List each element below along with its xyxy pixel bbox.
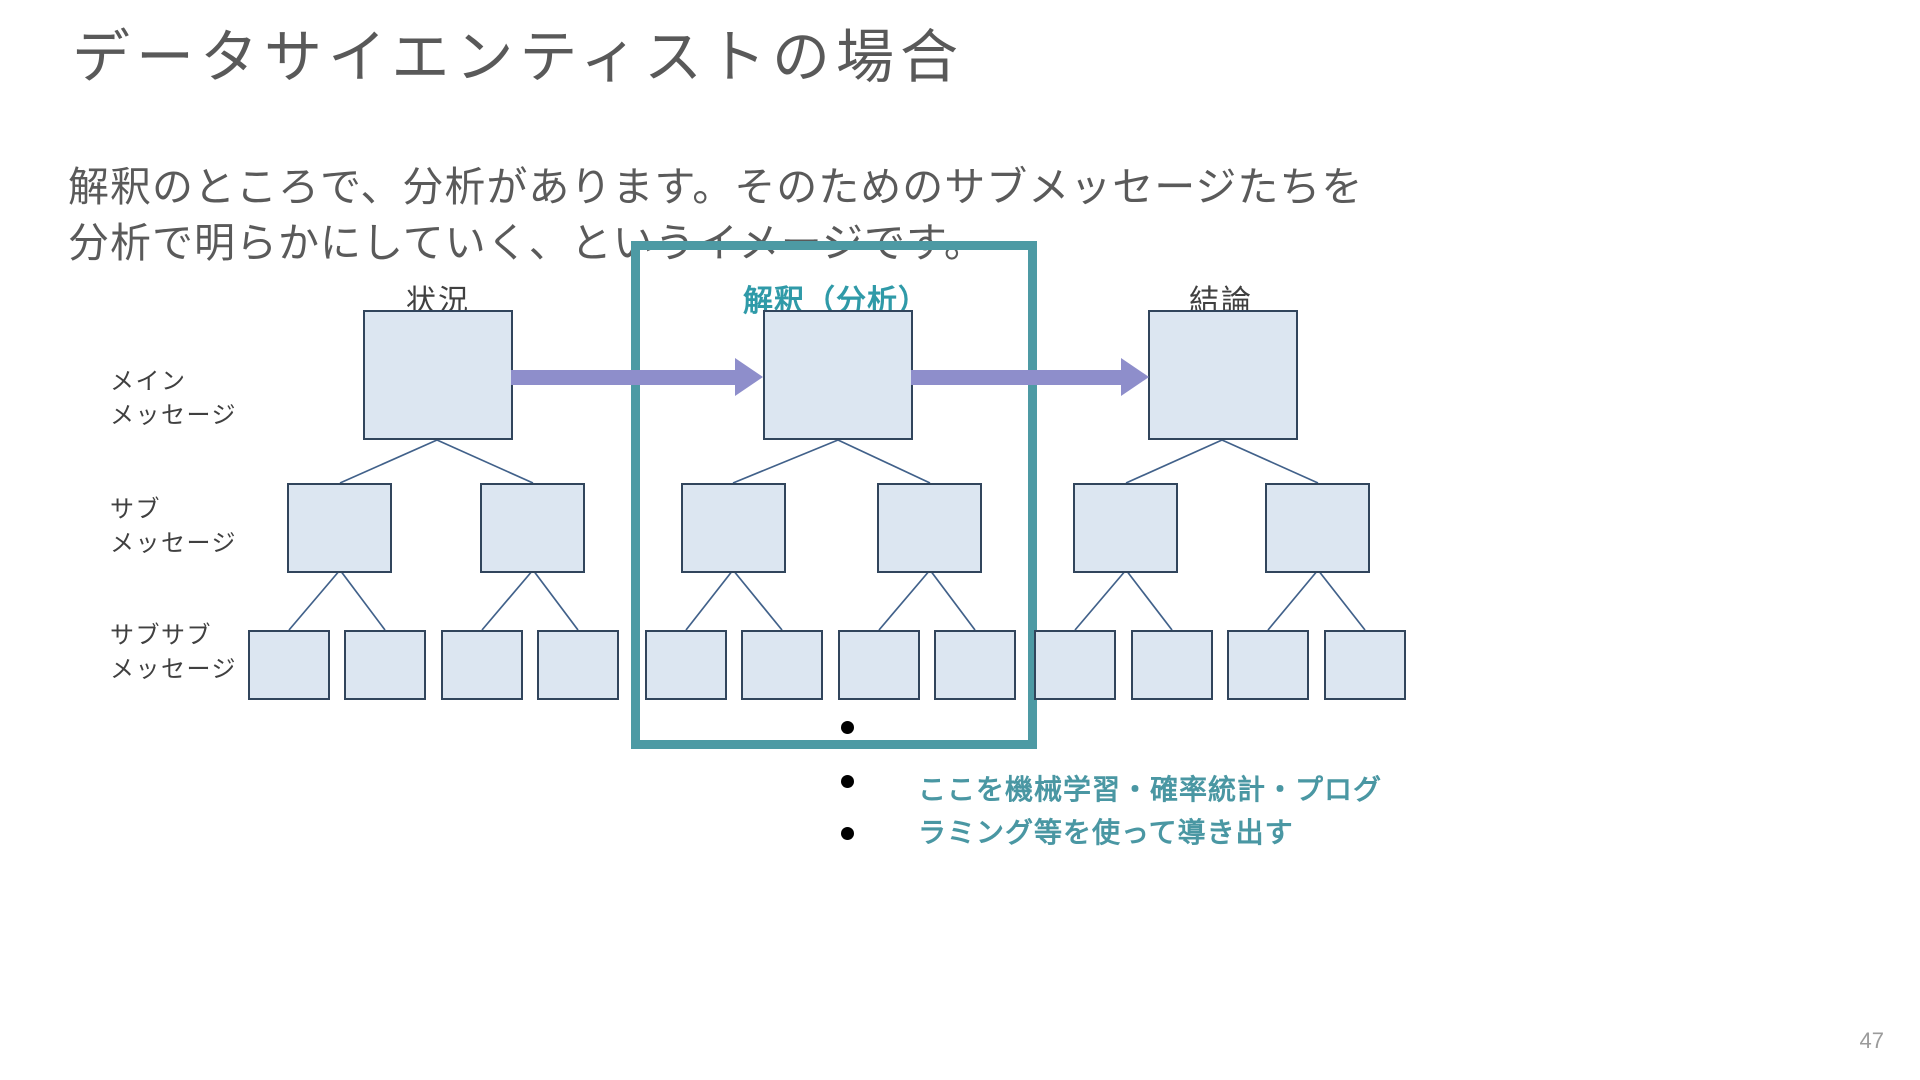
node-subsub-interpretation-3[interactable]: [838, 630, 920, 700]
row-label-subsub-message-line2: メッセージ: [110, 656, 238, 684]
row-label-sub-message-line2: メッセージ: [110, 530, 238, 558]
node-subsub-situation-2[interactable]: [344, 630, 426, 700]
connector-lines: [288, 439, 1366, 631]
body-line-1: 解釈のところで、分析があります。そのためのサブメッセージたちを: [68, 164, 1364, 210]
page-title: データサイエンティストの場合: [72, 25, 964, 90]
analysis-highlight-frame: [631, 241, 1037, 749]
ellipsis-dot-1: [841, 721, 854, 734]
node-sub-situation-1[interactable]: [287, 483, 392, 573]
annotation-line-2: ラミング等を使って導き出す: [918, 816, 1294, 848]
node-main-conclusion[interactable]: [1148, 310, 1298, 440]
node-subsub-conclusion-4[interactable]: [1324, 630, 1406, 700]
node-subsub-conclusion-3[interactable]: [1227, 630, 1309, 700]
node-main-situation[interactable]: [363, 310, 513, 440]
node-sub-interpretation-1[interactable]: [681, 483, 786, 573]
row-label-subsub-message: サブサブ メッセージ: [110, 619, 237, 687]
node-main-interpretation[interactable]: [763, 310, 913, 440]
node-sub-conclusion-1[interactable]: [1073, 483, 1178, 573]
row-label-main-message: メイン メッセージ: [110, 365, 237, 433]
row-label-main-message-line1: メイン: [110, 368, 187, 395]
node-subsub-conclusion-1[interactable]: [1034, 630, 1116, 700]
row-label-main-message-line2: メッセージ: [110, 402, 238, 430]
annotation-line-1: ここを機械学習・確率統計・プログ: [918, 774, 1383, 805]
ellipsis-dot-3: [841, 827, 854, 840]
node-subsub-interpretation-1[interactable]: [645, 630, 727, 700]
row-label-sub-message-line1: サブ: [110, 496, 161, 523]
node-subsub-interpretation-2[interactable]: [741, 630, 823, 700]
node-subsub-conclusion-2[interactable]: [1131, 630, 1213, 700]
message-tree-diagram: 状況 解釈（分析） 結論 メイン メッセージ サブ メッセージ サブサブ メッセ…: [0, 241, 1920, 985]
arrow-situation-to-interpretation: [511, 358, 763, 396]
node-sub-conclusion-2[interactable]: [1265, 483, 1370, 573]
ellipsis-dot-2: [841, 775, 854, 788]
node-sub-situation-2[interactable]: [480, 483, 585, 573]
row-label-sub-message: サブ メッセージ: [110, 493, 237, 561]
analysis-method-annotation: ここを機械学習・確率統計・プログ ラミング等を使って導き出す: [918, 769, 1382, 854]
node-subsub-situation-3[interactable]: [441, 630, 523, 700]
node-sub-interpretation-2[interactable]: [877, 483, 982, 573]
node-subsub-situation-1[interactable]: [248, 630, 330, 700]
arrow-interpretation-to-conclusion: [911, 358, 1149, 396]
row-label-subsub-message-line1: サブサブ: [110, 622, 212, 649]
node-subsub-situation-4[interactable]: [537, 630, 619, 700]
page-number: 47: [1859, 1028, 1884, 1053]
node-subsub-interpretation-4[interactable]: [934, 630, 1016, 700]
